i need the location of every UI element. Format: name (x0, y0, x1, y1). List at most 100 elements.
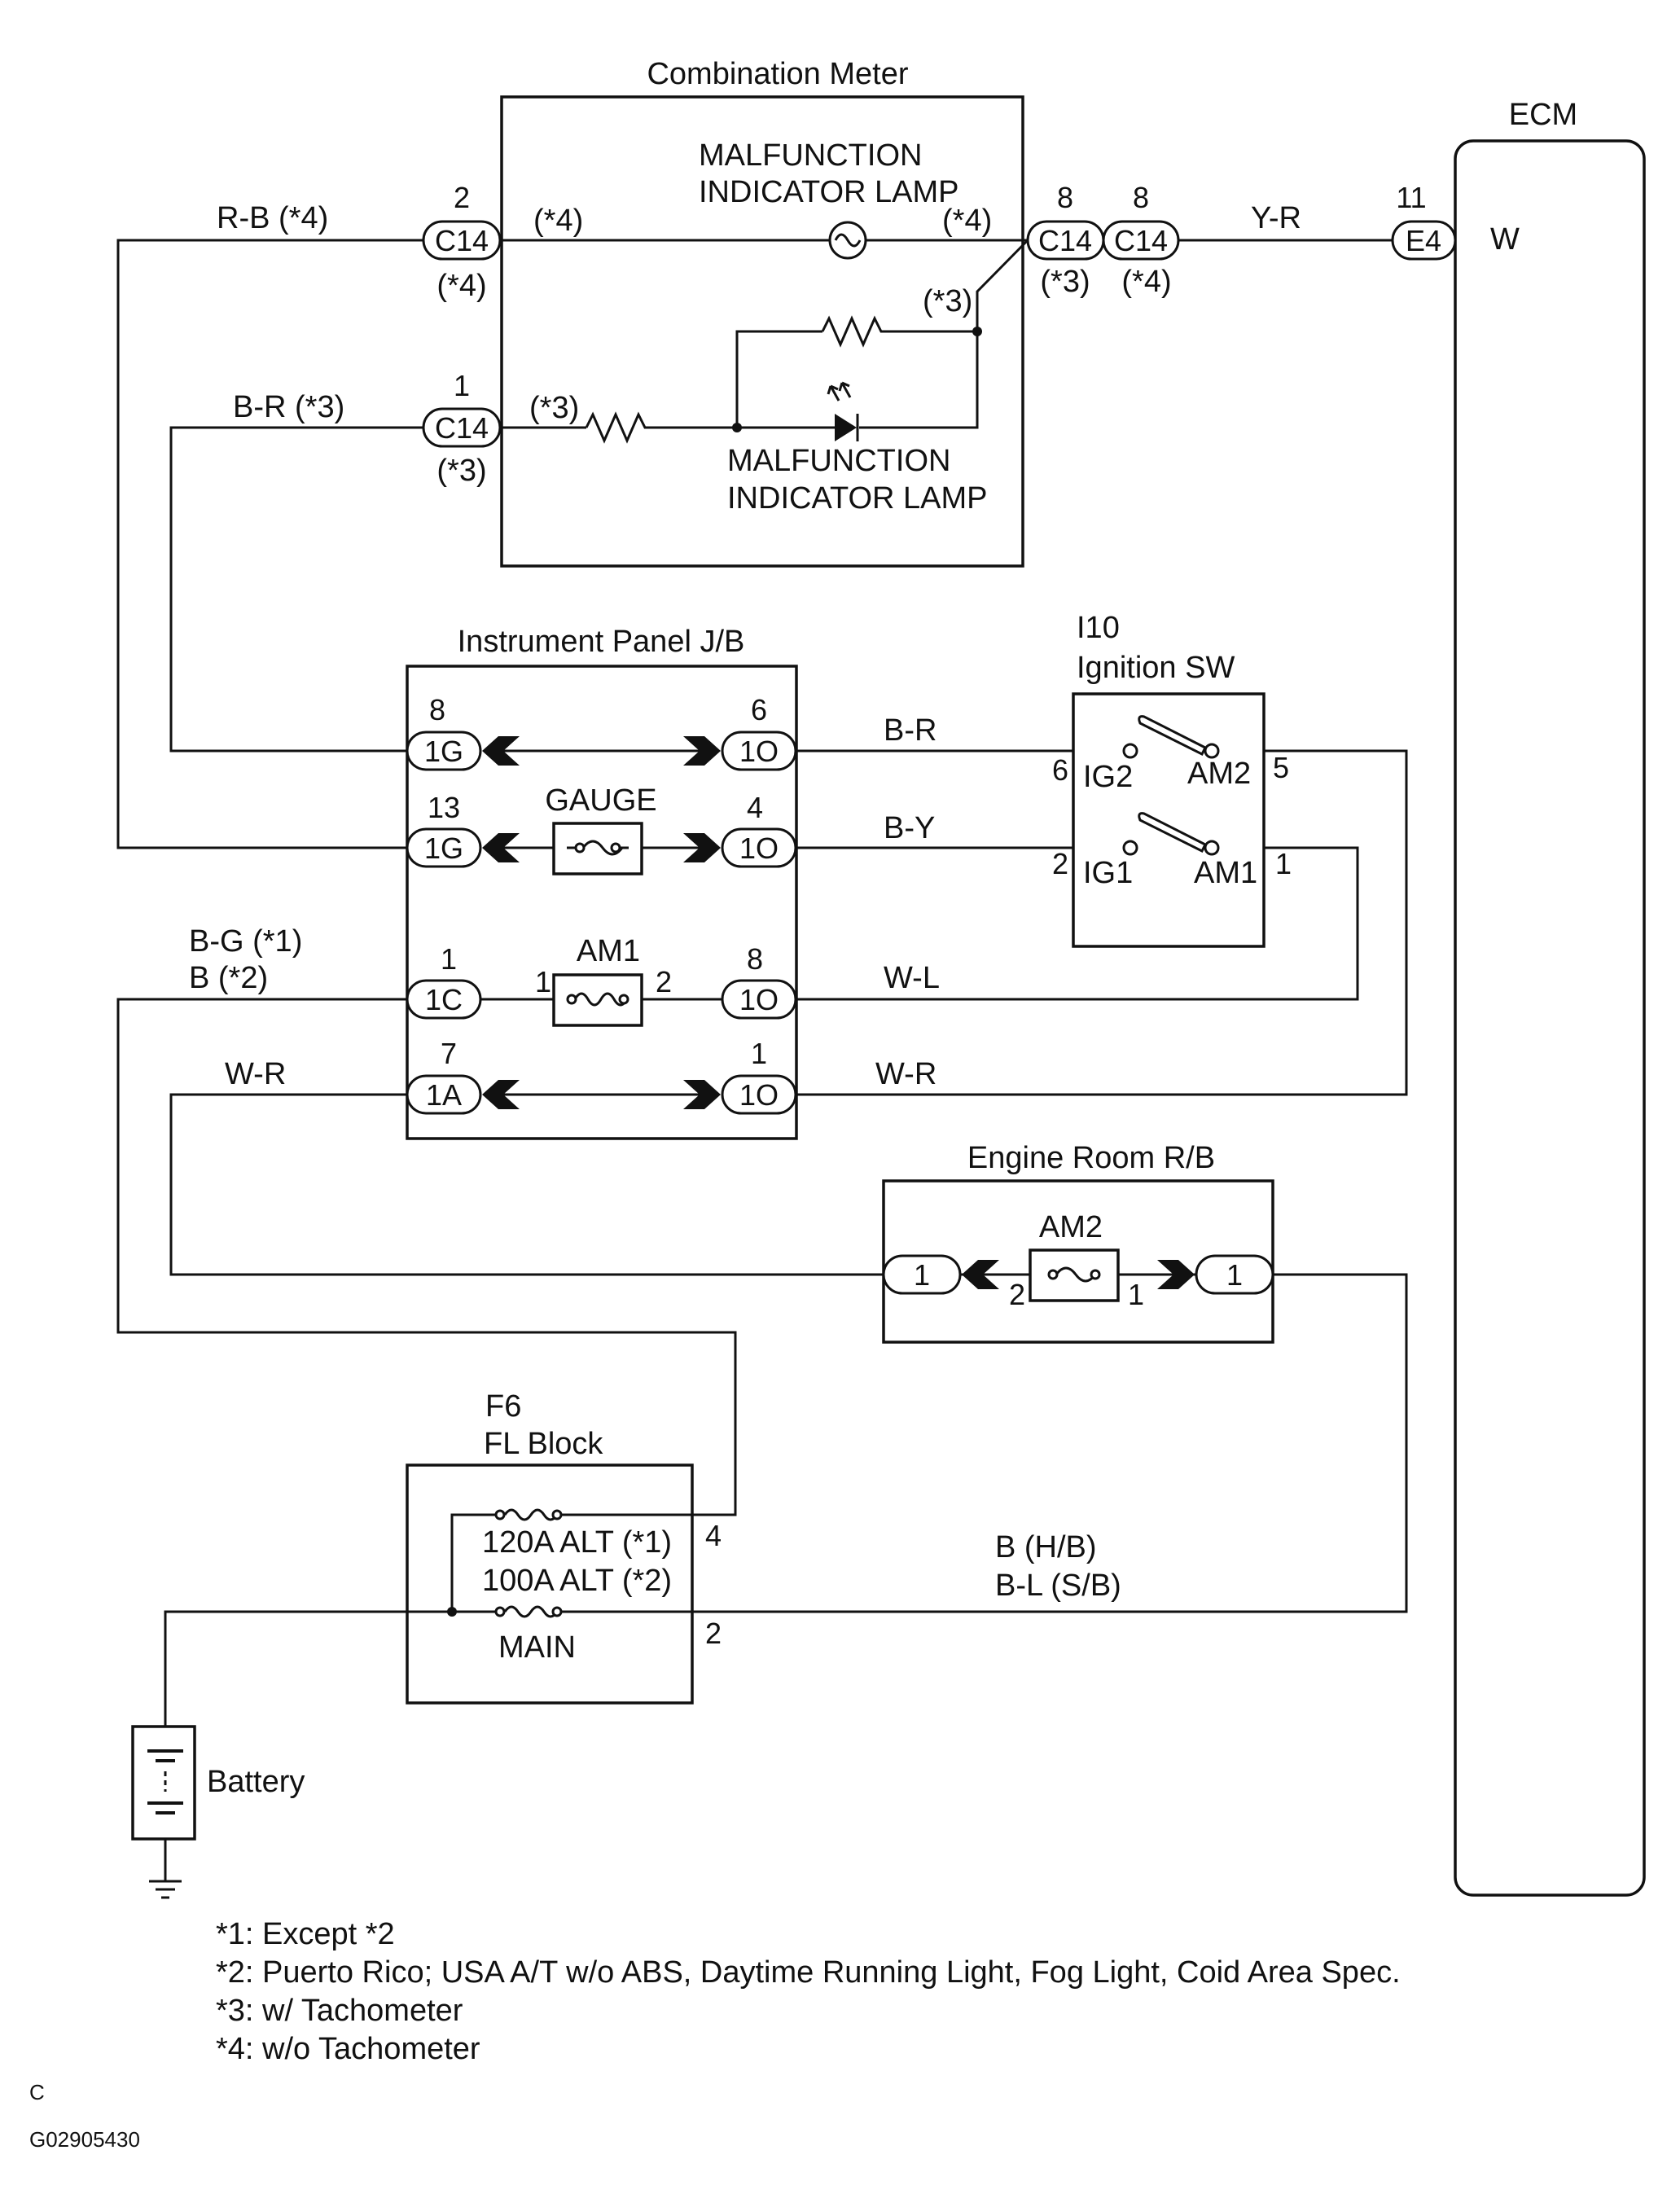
pin-am1-out: 2 (656, 965, 672, 998)
connector-label: C14 (1038, 224, 1092, 257)
connector-1g-pin8[interactable]: 1G (406, 731, 482, 771)
fuse-terminal (494, 1509, 506, 1520)
battery-label: Battery (207, 1765, 305, 1799)
switch-contact (1122, 840, 1138, 856)
switch-lever-icon (1138, 812, 1208, 853)
resistor-icon (821, 315, 886, 348)
connector-label: 1A (426, 1078, 462, 1112)
connector-rb-right[interactable]: 1 (1195, 1254, 1274, 1295)
connector-label: 1 (914, 1258, 930, 1292)
connector-label: C14 (435, 411, 489, 445)
fuse-terminal (494, 1606, 506, 1617)
arrow-right-icon (683, 833, 721, 862)
pin-am2-in: 2 (1009, 1278, 1025, 1311)
pin-c14-8b: 8 (1133, 181, 1149, 214)
engine-room-rb-box (882, 1179, 1274, 1344)
gauge-fuse-label: GAUGE (545, 783, 656, 818)
meter-resistor-line-2 (735, 330, 822, 428)
arrow-right-icon (683, 1080, 721, 1109)
pin-jb-7: 7 (441, 1037, 457, 1070)
ecm-pin-color: W (1490, 222, 1520, 257)
fuse-terminal (574, 842, 586, 853)
arrow-right-icon (1157, 1260, 1195, 1289)
switch-contact (1122, 743, 1138, 759)
pin-jb-6: 6 (751, 693, 767, 726)
fuse-element (1055, 1266, 1097, 1283)
led-icon (835, 414, 857, 441)
am1-fuse-label: AM1 (577, 934, 640, 968)
wire-wr-left (169, 1093, 884, 1276)
engine-room-rb-title: Engine Room R/B (967, 1141, 1215, 1175)
wire-label-bg: B-G (*1) (189, 924, 302, 959)
connector-label: 1O (739, 735, 779, 768)
led-light-rays (827, 381, 852, 402)
resistor-icon (585, 411, 648, 444)
connector-1o-pin6[interactable]: 1O (721, 731, 797, 771)
am2-fuse-icon (1029, 1248, 1120, 1302)
connector-1o-pin1[interactable]: 1O (721, 1074, 797, 1115)
fuse-terminal (1090, 1269, 1101, 1280)
mil-top-line2: INDICATOR LAMP (699, 175, 959, 209)
fl-block-title: FL Block (484, 1427, 603, 1461)
fuse-terminal (1047, 1269, 1059, 1280)
pin-jb-1r: 1 (751, 1037, 767, 1070)
wire-label-yr: Y-R (1251, 201, 1301, 235)
instrument-panel-jb-box (406, 665, 798, 1140)
combination-meter-title: Combination Meter (647, 57, 908, 91)
connector-1o-pin4[interactable]: 1O (721, 827, 797, 868)
connector-c14-pin8-b[interactable]: C14 (1102, 220, 1180, 261)
switch-contact (1204, 840, 1220, 856)
pin-c14-8a: 8 (1057, 181, 1073, 214)
am1-fuse-icon (552, 973, 643, 1027)
wire-label-br-meter: B-R (*3) (233, 390, 344, 424)
ecm-title: ECM (1509, 98, 1577, 132)
wire-battery (164, 1610, 452, 1727)
note-meter-left-3: (*3) (529, 391, 579, 425)
connector-1o-pin8[interactable]: 1O (721, 979, 797, 1020)
wire-rb (116, 239, 423, 849)
mil-top-line1: MALFUNCTION (699, 138, 922, 173)
footnote-2: *2: Puerto Rico; USA A/T w/o ABS, Daytim… (216, 1955, 1401, 1990)
fuse-terminal (551, 1606, 563, 1617)
fusible-link-icon (503, 1605, 559, 1618)
fl-internal-line (450, 1513, 495, 1612)
junction-dot (732, 423, 742, 432)
connector-label: 1C (425, 983, 463, 1016)
connector-label: 1G (424, 735, 463, 768)
wire-bhb (692, 1273, 1408, 1613)
connector-1g-pin13[interactable]: 1G (406, 827, 482, 868)
switch-contact (1204, 743, 1220, 759)
pin-sw-1: 1 (1275, 847, 1292, 880)
connector-e4[interactable]: E4 (1391, 220, 1457, 261)
connector-1c-pin1[interactable]: 1C (406, 979, 482, 1020)
pin-c14-1: 1 (454, 369, 470, 402)
note-meter-right-3: (*3) (923, 284, 972, 318)
connector-label: C14 (435, 224, 489, 257)
junction-dot (447, 1607, 457, 1617)
terminal-ig1: IG1 (1083, 856, 1133, 890)
wire-label-b2: B (*2) (189, 961, 268, 995)
battery-box (131, 1725, 196, 1841)
fl-100a-label: 100A ALT (*2) (482, 1564, 672, 1598)
wire-bg (116, 998, 737, 1516)
connector-label: 1O (739, 1078, 779, 1112)
connector-1a-pin7[interactable]: 1A (406, 1074, 482, 1115)
ecm-box (1454, 139, 1646, 1897)
fl-block-code: F6 (485, 1389, 521, 1424)
terminal-am2: AM2 (1187, 757, 1251, 791)
pin-sw-6: 6 (1052, 753, 1068, 787)
connector-c14-pin2[interactable]: C14 (422, 220, 502, 261)
connector-label: 1O (739, 832, 779, 865)
pin-jb-8r: 8 (747, 942, 763, 976)
pin-am2-out: 1 (1128, 1278, 1144, 1311)
fl-120a-label: 120A ALT (*1) (482, 1525, 672, 1560)
fusible-link-icon (503, 1508, 559, 1521)
pin-fl-2: 2 (705, 1617, 722, 1650)
connector-c14-pin8-a[interactable]: C14 (1026, 220, 1105, 261)
pin-sw-2: 2 (1052, 847, 1068, 880)
pin-jb-8: 8 (429, 693, 445, 726)
connector-rb-left[interactable]: 1 (882, 1254, 962, 1295)
pin-jb-1: 1 (441, 942, 457, 976)
connector-c14-pin1[interactable]: C14 (422, 407, 502, 448)
